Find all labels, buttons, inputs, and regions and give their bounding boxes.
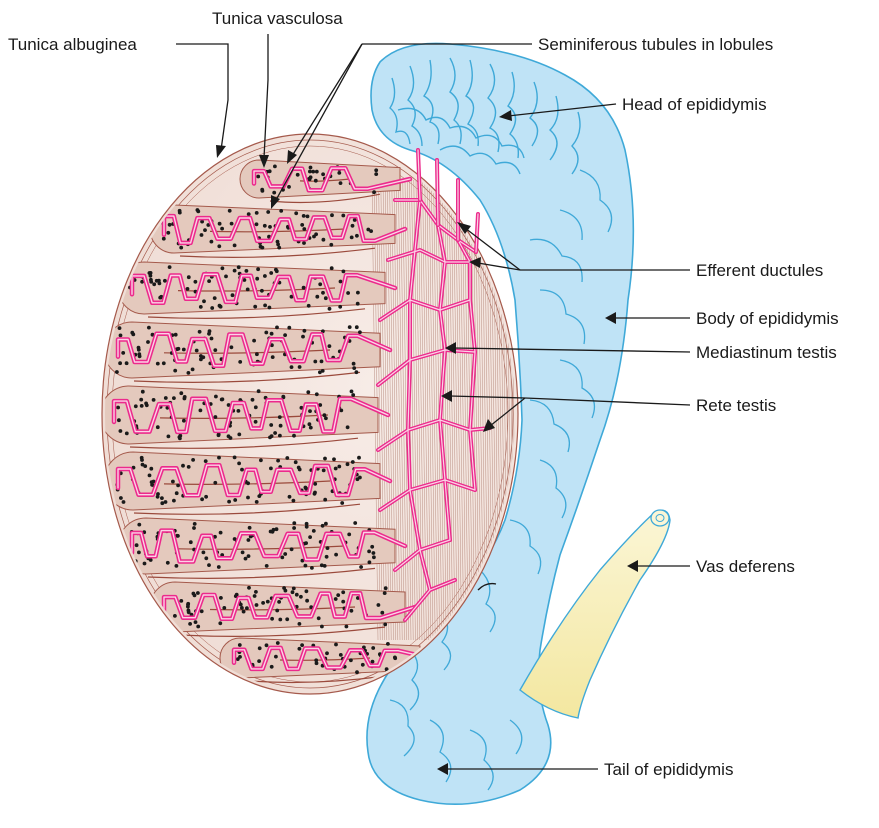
label-seminiferous-tubules: Seminiferous tubules in lobules (538, 35, 773, 54)
label-vas-deferens: Vas deferens (696, 557, 795, 576)
label-tunica-vasculosa: Tunica vasculosa (212, 9, 343, 28)
label-efferent-ductules: Efferent ductules (696, 261, 823, 280)
label-rete-testis: Rete testis (696, 396, 776, 415)
leader-tunica-albuginea (176, 44, 228, 150)
label-tunica-albuginea: Tunica albuginea (8, 35, 137, 54)
label-body-of-epididymis: Body of epididymis (696, 309, 839, 328)
label-head-of-epididymis: Head of epididymis (622, 95, 767, 114)
label-tail-of-epididymis: Tail of epididymis (604, 760, 733, 779)
vas-deferens-lumen (651, 510, 669, 526)
label-mediastinum-testis: Mediastinum testis (696, 343, 837, 362)
